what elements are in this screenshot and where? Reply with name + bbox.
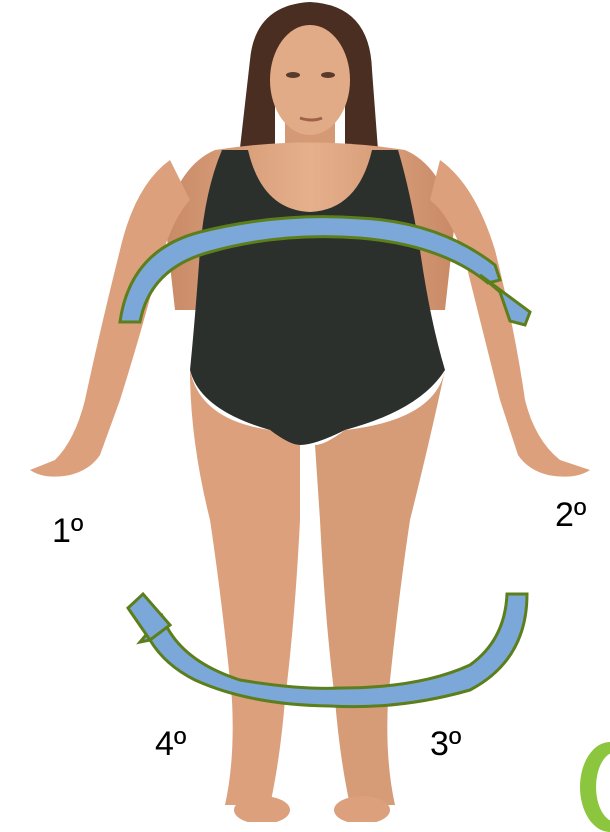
right-leg: [315, 370, 445, 805]
step-label-2: 2º: [555, 498, 586, 532]
step-label-3: 3º: [430, 727, 461, 761]
step-label-1: 1º: [52, 514, 83, 548]
step-label-4: 4º: [155, 727, 186, 761]
left-arm: [30, 160, 190, 477]
